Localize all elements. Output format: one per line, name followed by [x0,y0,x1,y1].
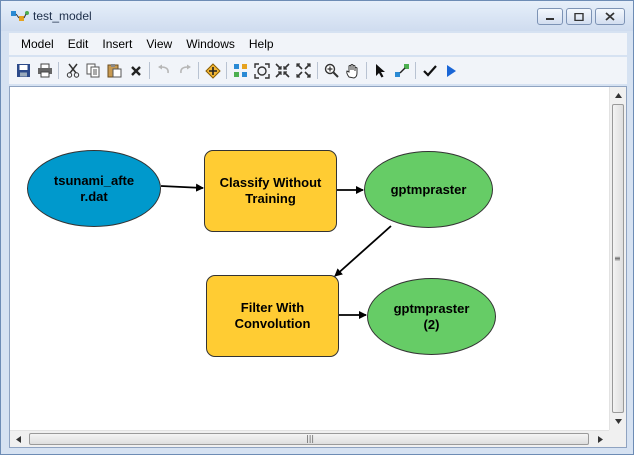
paste-icon [107,64,122,78]
node-label: Filter With Convolution [234,300,311,331]
output-data-node[interactable]: gptmpraster [364,151,493,228]
classify-tool-node[interactable]: Classify Without Training [204,150,337,232]
toolbar-separator [415,62,416,79]
close-icon [605,12,615,21]
validate-icon [422,65,437,77]
vertical-scrollbar[interactable]: ≡ [609,87,626,430]
maximize-button[interactable] [566,8,592,25]
scroll-up-arrow[interactable] [610,87,627,104]
fixed-zoom-out-icon [296,63,311,78]
scrollbar-corner [609,430,626,447]
paste-button[interactable] [104,60,125,81]
triangle-down-icon [615,419,622,424]
connection-layer [160,183,392,319]
toolbar-separator [226,62,227,79]
menu-edit[interactable]: Edit [67,37,89,51]
auto-layout-button[interactable] [230,60,251,81]
model-canvas[interactable]: tsunami_afte r.dat Classify Without Trai… [10,87,608,430]
window-controls [537,8,625,25]
fixed-zoom-in-icon [275,63,290,78]
save-button[interactable] [13,60,34,81]
horizontal-scrollbar[interactable]: ||| [10,430,609,447]
menu-help[interactable]: Help [248,37,274,51]
connect-button[interactable] [391,60,412,81]
auto-layout-icon [234,64,247,77]
toolbar [9,57,627,84]
print-button[interactable] [34,60,55,81]
toolbar-separator [198,62,199,79]
pan-icon [346,63,358,79]
model-builder-icon [11,11,29,21]
copy-button[interactable] [83,60,104,81]
fixed-zoom-in-button[interactable] [272,60,293,81]
copy-icon [86,63,100,78]
zoom-in-button[interactable] [321,60,342,81]
validate-button[interactable] [419,60,440,81]
fixed-zoom-out-button[interactable] [293,60,314,81]
minimize-button[interactable] [537,8,563,25]
print-icon [37,63,52,78]
triangle-right-icon [598,436,603,443]
output-data-node-2[interactable]: gptmpraster (2) [367,278,496,355]
add-data-button[interactable] [202,60,223,81]
node-label: tsunami_afte r.dat [53,172,135,204]
window-title: test_model [33,9,92,23]
toolbar-separator [149,62,150,79]
run-icon [446,64,456,77]
connection-output-to-filter [334,225,392,277]
cut-icon [66,63,79,78]
add-data-icon [204,62,221,79]
full-extent-button[interactable] [251,60,272,81]
undo-icon [157,64,169,74]
run-button[interactable] [440,60,461,81]
menu-windows[interactable]: Windows [186,37,235,51]
maximize-icon [574,12,584,21]
pan-button[interactable] [342,60,363,81]
toolbar-separator [366,62,367,79]
minimize-icon [546,17,554,20]
connect-icon [394,64,409,77]
zoom-in-icon [324,63,339,78]
cut-button[interactable] [62,60,83,81]
delete-button[interactable] [125,60,146,81]
full-extent-icon [253,62,270,79]
node-label: Classify Without Training [219,175,322,206]
horizontal-scroll-thumb[interactable]: ||| [29,433,589,445]
scroll-left-arrow[interactable] [10,431,27,448]
redo-icon [179,64,191,74]
grip-icon: ||| [306,434,315,443]
redo-button[interactable] [174,60,195,81]
connection-input-to-classify [160,183,204,192]
menu-bar: Model Edit Insert View Windows Help [9,33,627,55]
node-label: gptmpraster (2) [393,300,470,332]
toolbar-separator [317,62,318,79]
menu-insert[interactable]: Insert [102,37,133,51]
close-button[interactable] [595,8,625,25]
grip-icon: ≡ [614,254,621,263]
triangle-left-icon [16,436,21,443]
save-icon [17,64,30,77]
title-bar[interactable]: test_model [1,1,633,31]
triangle-up-icon [615,93,622,98]
filter-tool-node[interactable]: Filter With Convolution [206,275,339,357]
toolbar-separator [58,62,59,79]
model-canvas-frame: tsunami_afte r.dat Classify Without Trai… [9,86,627,448]
menu-model[interactable]: Model [21,37,54,51]
select-icon [376,64,385,78]
scroll-down-arrow[interactable] [610,413,627,430]
node-label: gptmpraster [390,181,467,197]
delete-icon [130,65,141,76]
input-data-node[interactable]: tsunami_afte r.dat [27,150,161,227]
vertical-scroll-thumb[interactable]: ≡ [612,104,624,413]
scroll-right-arrow[interactable] [592,431,609,448]
select-button[interactable] [370,60,391,81]
menu-view[interactable]: View [146,37,173,51]
undo-button[interactable] [153,60,174,81]
